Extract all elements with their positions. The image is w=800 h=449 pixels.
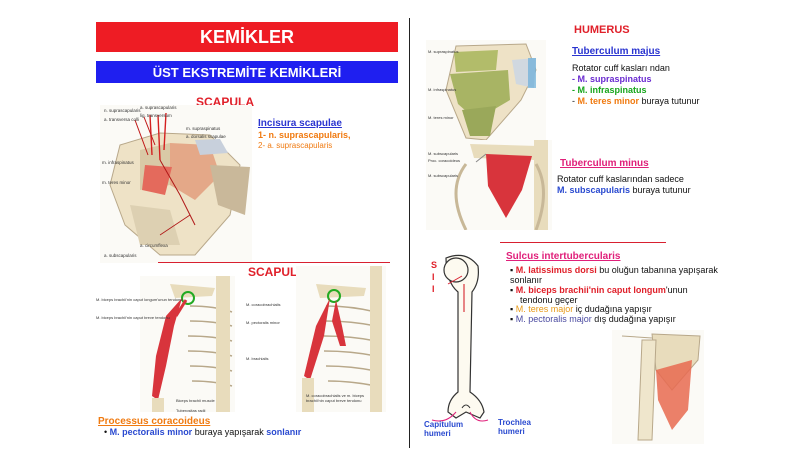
minus-line1: Rotator cuff kaslarından sadece [557, 174, 684, 184]
fig-br-label-0: M. coracobrachialis [246, 302, 281, 307]
processus-end: sonlanır [266, 427, 302, 437]
incisura-title: Incisura scapulae [258, 118, 342, 129]
biceps-illustration [140, 276, 235, 412]
minus-muscle: M. subscapularis [557, 185, 631, 195]
fig-br-label-3: M. coracobrachialis ve m. biceps brachii… [306, 393, 365, 403]
sulcus-b2-muscle: M. biceps brachii'nin caput longum [515, 285, 666, 295]
scapula-heading-bottom: SCAPULA [248, 265, 307, 279]
trochlea-line2: humeri [498, 427, 525, 436]
fig-bl-label-2: Biceps brachii muscle [176, 398, 215, 403]
processus-muscle: M. pectoralis minor [109, 427, 193, 437]
humerus-side-letter-1: I [432, 272, 435, 282]
humerus-side-letter-2: I [432, 284, 435, 294]
sulcus-b2-text: tendonu geçer [520, 295, 578, 305]
page-title: KEMİKLER [200, 26, 294, 47]
scapula-divider [158, 262, 390, 263]
fig1-label-8: a. circumflexa [140, 243, 168, 248]
majus-m3-prefix: - [572, 96, 578, 106]
tuberculum-majus-illustration [426, 40, 546, 140]
scapula-posterior-illustration [100, 105, 252, 263]
minus-fig-label-1: Proc. coracoideus [428, 158, 461, 163]
sulcus-b3: ▪ M. teres major iç dudağına yapışır [510, 304, 652, 314]
humerus-side-letter-0: S [431, 260, 438, 270]
processus-line: • M. pectoralis minor buraya yapışarak s… [104, 427, 301, 438]
fig1-label-1: a. suprascapularis [140, 105, 177, 110]
minus-suffix: buraya tutunur [630, 185, 691, 195]
fig1-label-3: a. transversa colli [104, 117, 140, 122]
majus-m3: M. teres minor [577, 96, 640, 106]
sulcus-title: Sulcus intertubercularis [506, 251, 621, 262]
sulcus-b2: ▪ M. biceps brachii'nin caput longum'unu… [510, 285, 688, 305]
fig1-label-0: n. suprascapularis [104, 108, 141, 113]
fig-bl-label-3: Tuberositas radii [176, 408, 206, 413]
shoulder-teres-illustration [612, 330, 704, 444]
sulcus-b4-text: dış dudağına yapışır [591, 314, 676, 324]
majus-title: Tuberculum majus [572, 46, 661, 57]
fig-bl-label-0: M. biceps brachii'nin caput longum'unun … [96, 297, 183, 302]
majus-fig-label-1: M. infraspinatus [428, 87, 457, 92]
column-divider [409, 18, 410, 448]
coracoid-muscles-illustration [296, 266, 386, 412]
majus-m2: - M. infraspinatus [572, 85, 647, 95]
majus-m1: - M. supraspinatus [572, 74, 652, 84]
sulcus-b3-muscle: M. teres major [515, 304, 574, 314]
fig-bl-label-1: M. biceps brachii'nin caput breve tendon… [96, 315, 170, 320]
fig1-label-5: a. dorsalis scapulae [186, 134, 226, 139]
capitulum-line2: humeri [424, 429, 451, 438]
minus-line2: M. subscapularis buraya tutunur [557, 185, 691, 196]
majus-m3-suffix: buraya tutunur [639, 96, 700, 106]
page-subtitle: ÜST EKSTREMİTE KEMİKLERİ [152, 64, 342, 80]
sulcus-b4-muscle: M. pectoralis major [515, 314, 592, 324]
sulcus-b3-text: iç dudağına yapışır [573, 304, 652, 314]
subtitle-banner: ÜST EKSTREMİTE KEMİKLERİ [96, 61, 398, 83]
sulcus-b1: ▪ M. latissimus dorsi bu oluğun tabanına… [510, 265, 718, 285]
sulcus-b1-text: bu oluğun tabanına yapışarak sonlanır [510, 265, 718, 285]
fig1-label-2: lig. transversum [140, 113, 172, 118]
sulcus-divider [500, 242, 666, 243]
majus-m3-line: - M. teres minor buraya tutunur [572, 96, 700, 107]
fig1-label-9: a. subscapularis [104, 253, 137, 258]
minus-fig-label-2: M. subscapularis [428, 173, 459, 178]
sulcus-b1-muscle: M. latissimus dorsi [515, 265, 597, 275]
majus-fig-label-0: M. supraspinatus [428, 49, 459, 54]
humerus-heading: HUMERUS [574, 24, 630, 36]
incisura-line2: 2- a. suprascapularis [258, 141, 333, 150]
title-banner: KEMİKLER [96, 22, 398, 52]
processus-bullet: • [104, 427, 108, 437]
trochlea-line1: Trochlea [498, 418, 531, 427]
majus-intro: Rotator cuff kasları ndan [572, 63, 670, 73]
fig-br-label-2: M. brachialis [246, 356, 269, 361]
fig1-label-7: m. teres minor [102, 180, 131, 185]
fig-br-label-1: M. pectoralis minor [246, 320, 280, 325]
humerus-illustration [431, 254, 489, 422]
tuberculum-minus-illustration [426, 140, 552, 230]
majus-fig-label-2: M. teres minor [428, 115, 454, 120]
fig1-label-6: m. infraspinatus [102, 160, 134, 165]
sulcus-b2-suffix: 'unun [665, 285, 688, 295]
fig1-label-4: m. supraspinatus [186, 126, 221, 131]
minus-title: Tuberculum minus [560, 158, 649, 169]
processus-text: buraya yapışarak [192, 427, 267, 437]
incisura-line1: 1- n. suprascapularis, [258, 130, 351, 140]
processus-title: Processus coracoideus [98, 416, 211, 427]
capitulum-line1: Capitulum [424, 420, 464, 429]
minus-fig-label-0: M. subscapularis [428, 151, 459, 156]
sulcus-b4: ▪ M. pectoralis major dış dudağına yapış… [510, 314, 676, 324]
